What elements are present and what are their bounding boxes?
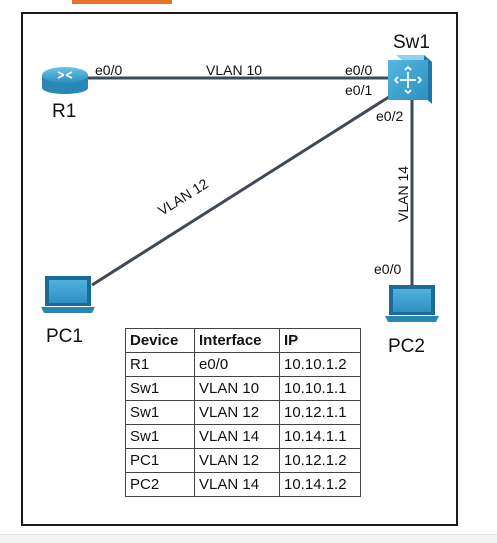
router-icon xyxy=(42,67,88,94)
cell-interface: VLAN 14 xyxy=(194,424,280,449)
r1-port-label: e0/0 xyxy=(95,62,123,78)
table-row: Sw1 VLAN 14 10.14.1.1 xyxy=(125,424,361,449)
diagram-frame xyxy=(21,12,458,526)
header-interface: Interface xyxy=(194,328,280,353)
header-device: Device xyxy=(125,328,195,353)
cell-device: R1 xyxy=(125,352,195,377)
cell-interface: e0/0 xyxy=(194,352,280,377)
header-ip: IP xyxy=(279,328,361,353)
cell-ip: 10.12.1.1 xyxy=(279,400,361,425)
pc2-label: PC2 xyxy=(388,336,425,357)
table-header-row: Device Interface IP xyxy=(125,328,361,353)
laptop-pc2-icon xyxy=(385,285,439,322)
vlan10-label: VLAN 10 xyxy=(206,62,263,78)
pc1-label: PC1 xyxy=(46,326,83,347)
cell-device: Sw1 xyxy=(125,424,195,449)
sw1-e01-label: e0/1 xyxy=(345,82,373,98)
r1-label: R1 xyxy=(52,101,77,122)
cell-device: Sw1 xyxy=(125,400,195,425)
cell-device: Sw1 xyxy=(125,376,195,401)
cell-ip: 10.10.1.2 xyxy=(279,352,361,377)
accent-bar xyxy=(72,0,172,4)
table-row: PC1 VLAN 12 10.12.1.2 xyxy=(125,448,361,473)
sw1-e00-label: e0/0 xyxy=(345,62,373,78)
bottom-band xyxy=(0,534,497,543)
sw1-e02-label: e0/2 xyxy=(376,108,404,124)
cell-interface: VLAN 12 xyxy=(194,448,280,473)
table-row: Sw1 VLAN 10 10.10.1.1 xyxy=(125,376,361,401)
table-row: Sw1 VLAN 12 10.12.1.1 xyxy=(125,400,361,425)
vlan14-label: VLAN 14 xyxy=(395,165,411,222)
switch-icon xyxy=(388,55,432,104)
laptop-pc1-icon xyxy=(41,276,95,313)
cell-ip: 10.12.1.2 xyxy=(279,448,361,473)
cell-interface: VLAN 12 xyxy=(194,400,280,425)
cell-ip: 10.10.1.1 xyxy=(279,376,361,401)
cell-interface: VLAN 10 xyxy=(194,376,280,401)
cell-device: PC2 xyxy=(125,472,195,497)
sw1-label: Sw1 xyxy=(393,32,430,53)
cell-device: PC1 xyxy=(125,448,195,473)
pc2-port-label: e0/0 xyxy=(374,261,402,277)
table-row: PC2 VLAN 14 10.14.1.2 xyxy=(125,472,361,497)
cell-ip: 10.14.1.2 xyxy=(279,472,361,497)
table-row: R1 e0/0 10.10.1.2 xyxy=(125,352,361,377)
link-sw1-pc1 xyxy=(91,93,393,287)
cell-ip: 10.14.1.1 xyxy=(279,424,361,449)
cell-interface: VLAN 14 xyxy=(194,472,280,497)
ip-address-table: Device Interface IP R1 e0/0 10.10.1.2 Sw… xyxy=(125,328,361,497)
